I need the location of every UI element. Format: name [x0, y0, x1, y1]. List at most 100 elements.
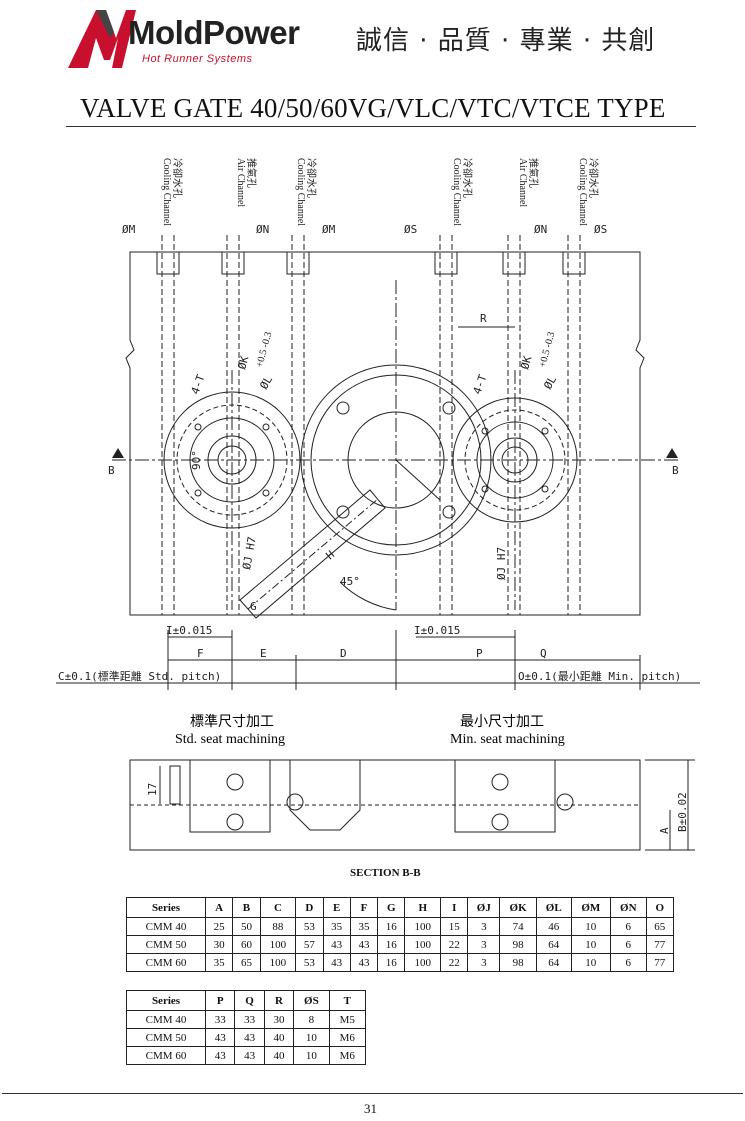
footer-divider	[2, 1093, 743, 1094]
table-header-cell: H	[404, 897, 442, 918]
table-row: CMM 40 25 50 88 53 35 35 16 100 15 3 74 …	[126, 917, 675, 936]
table-header-cell: ØM	[570, 897, 611, 918]
dim-4t-right: 4-T	[471, 373, 490, 396]
table-cell: 16	[377, 917, 406, 936]
table-header-cell: C	[259, 897, 297, 918]
channel-en-4: Cooling Channel	[451, 158, 462, 226]
channel-cn-1: 冷卻水孔	[171, 158, 184, 198]
table-cell: CMM 50	[126, 1028, 206, 1047]
table-header-cell: O	[645, 897, 675, 918]
table-cell: 100	[404, 917, 442, 936]
table-cell: 50	[232, 917, 261, 936]
table-cell: CMM 40	[126, 917, 206, 936]
min-pitch-label: O±0.1(最小距離 Min. pitch)	[518, 669, 681, 683]
table-cell: 10	[293, 1028, 330, 1047]
table-cell: 43	[204, 1046, 236, 1065]
table-row: CMM 60 35 65 100 53 43 43 16 100 22 3 98…	[126, 953, 675, 972]
dim-j-right: ØJ H7	[495, 547, 508, 580]
dim-i-right: I±0.015	[414, 624, 460, 637]
table-header-cell: P	[204, 990, 236, 1011]
table-cell: 25	[204, 917, 234, 936]
table-cell: 100	[259, 953, 297, 972]
channel-en-3: Cooling Channel	[295, 158, 306, 226]
std-seat-cn: 標準尺寸加工	[190, 714, 274, 730]
channel-cn-2: 推氣孔	[245, 158, 258, 188]
dim-k-right: ØK	[518, 354, 534, 371]
table-header-cell: A	[204, 897, 234, 918]
table-cell: 10	[570, 953, 611, 972]
channel-en-6: Cooling Channel	[577, 158, 588, 226]
table-cell: 30	[204, 935, 234, 954]
brand-name: MoldPower	[128, 14, 300, 51]
table-cell: 43	[349, 953, 379, 972]
table-cell: CMM 40	[126, 1010, 206, 1029]
dim-17: 17	[146, 783, 159, 796]
title-divider	[66, 126, 696, 127]
table-cell: 8	[293, 1010, 330, 1029]
table-cell: 43	[234, 1046, 265, 1065]
slogan: 誠信 · 品質 · 專業 · 共創	[356, 26, 656, 56]
table-cell: 6	[609, 935, 647, 954]
table-header-cell: Q	[234, 990, 265, 1011]
table-header-row: Series A B C D E F G H I ØJ ØK ØL ØM ØN …	[126, 897, 675, 918]
table-header-cell: E	[322, 897, 351, 918]
spec-table-secondary: Series P Q R ØS T CMM 40 33 33 30 8 M5 C…	[126, 990, 367, 1065]
table-header-cell: R	[263, 990, 295, 1011]
table-cell: M6	[328, 1046, 367, 1065]
section-title: SECTION B-B	[350, 867, 421, 879]
table-cell: 10	[570, 917, 611, 936]
table-cell: CMM 60	[126, 953, 206, 972]
min-seat-cn: 最小尺寸加工	[460, 714, 544, 730]
table-row: CMM 40 33 33 30 8 M5	[126, 1010, 367, 1029]
table-cell: CMM 60	[126, 1046, 206, 1065]
table-header-cell: ØL	[535, 897, 572, 918]
table-cell: 10	[570, 935, 611, 954]
table-cell: 74	[499, 917, 537, 936]
dim-l-left: ØL	[257, 373, 275, 391]
table-cell: 64	[535, 953, 572, 972]
table-cell: 64	[535, 935, 572, 954]
table-header-cell: T	[328, 990, 367, 1011]
table-cell: 15	[440, 917, 469, 936]
channel-cn-6: 冷卻水孔	[587, 158, 600, 198]
table-header-cell: B	[232, 897, 261, 918]
table-cell: 35	[322, 917, 351, 936]
table-cell: CMM 50	[126, 935, 206, 954]
min-seat-en: Min. seat machining	[450, 732, 565, 747]
dia-label-m1: ØM	[122, 223, 136, 236]
table-cell: 30	[263, 1010, 295, 1029]
table-cell: 53	[295, 917, 324, 936]
table-cell: 3	[467, 953, 501, 972]
table-cell: 98	[499, 953, 537, 972]
dim-i-left: I±0.015	[166, 624, 212, 637]
dia-label-s2: ØS	[594, 223, 607, 236]
table-header-cell: ØS	[293, 990, 330, 1011]
moldpower-logo-icon	[68, 10, 136, 68]
table-header-cell: I	[440, 897, 469, 918]
dim-g: G	[250, 600, 257, 613]
table-cell: 33	[204, 1010, 236, 1029]
table-cell: 22	[440, 953, 469, 972]
dia-label-s1: ØS	[404, 223, 417, 236]
dia-label-n1: ØN	[256, 223, 269, 236]
table-cell: 46	[535, 917, 572, 936]
table-cell: 65	[232, 953, 261, 972]
channel-cn-3: 冷卻水孔	[305, 158, 318, 198]
table-cell: 53	[295, 953, 324, 972]
dim-90: 90°	[190, 450, 203, 470]
table-cell: 3	[467, 917, 501, 936]
page-number: 31	[364, 1101, 377, 1116]
section-marker-right: B	[672, 464, 679, 477]
dim-q: Q	[540, 647, 547, 660]
table-cell: 35	[204, 953, 234, 972]
table-cell: 60	[232, 935, 261, 954]
table-header-cell: G	[377, 897, 406, 918]
table-cell: 77	[645, 953, 675, 972]
channel-en-2: Air Channel	[235, 158, 246, 207]
dim-4t-left: 4-T	[189, 373, 208, 396]
channel-cn-4: 冷卻水孔	[461, 158, 474, 198]
table-cell: 43	[349, 935, 379, 954]
section-marker-left: B	[108, 464, 115, 477]
table-header-cell: Series	[126, 990, 206, 1011]
dim-r: R	[480, 312, 487, 325]
